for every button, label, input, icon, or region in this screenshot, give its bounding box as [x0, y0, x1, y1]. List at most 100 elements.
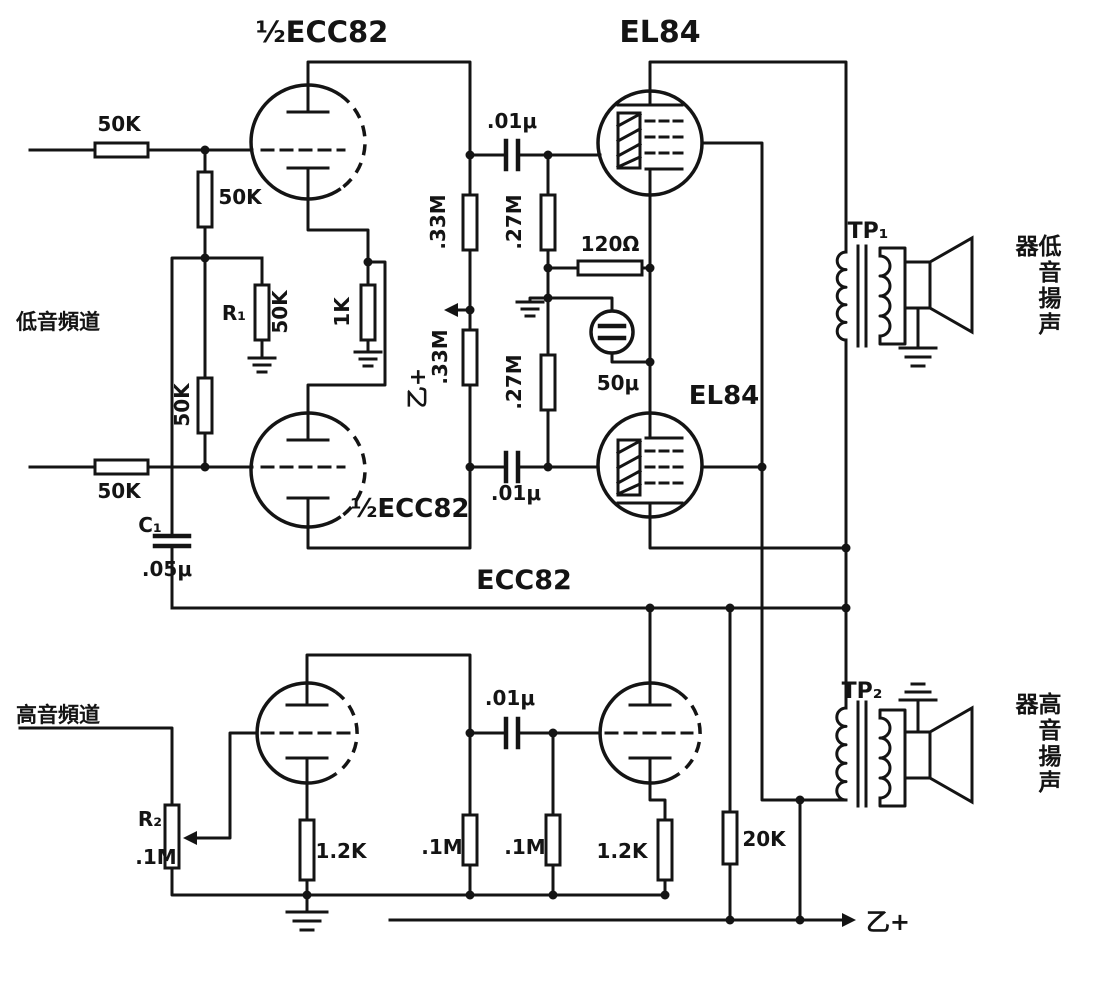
label-channel-treble: 高音頻道: [16, 703, 100, 727]
junction-dot: [465, 462, 475, 472]
bplus-rail-arrow-icon: [842, 913, 856, 927]
label-speaker-bass: 低音揚声器: [1011, 234, 1060, 338]
resistor-series-top: [196, 170, 214, 229]
resistor-plate-lower: [461, 328, 479, 387]
tube-electrodes: [628, 703, 672, 760]
label-c-couple-treble: .01μ: [485, 686, 535, 710]
resistor-grid-lower: [539, 353, 557, 412]
ground-treble-bus-icon: [285, 910, 329, 932]
junction-dot: [548, 728, 558, 738]
capacitor-c1: [152, 533, 192, 549]
junction-dot: [302, 890, 312, 900]
tp2-primary-coil: [835, 706, 848, 802]
junction-dot: [645, 603, 655, 613]
label-tube-top-left: ½ECC82: [256, 15, 389, 49]
bplus-feed-arrow-icon: [444, 303, 458, 317]
label-r-input-bottom: 50K: [97, 479, 142, 503]
tp2-core: [856, 700, 868, 808]
label-r-grid-treble-right: .1M: [504, 835, 545, 859]
junction-dot: [725, 603, 735, 613]
junction-dot: [543, 293, 553, 303]
resistor-grid-upper: [539, 193, 557, 252]
tube-ecc82-top-left: [249, 83, 367, 201]
label-c1-name: C₁: [138, 513, 161, 537]
tube-electrodes: [286, 438, 330, 500]
ground-cathode-driver-icon: [353, 350, 383, 368]
resistor-cathode-treble-left: [298, 818, 316, 882]
tp1-secondary-coil: [878, 254, 892, 338]
junction-dot: [645, 357, 655, 367]
label-c-couple-upper: .01μ: [487, 109, 537, 133]
resistor-input-bottom: [93, 458, 150, 476]
speaker-treble-icon: [903, 705, 974, 805]
junction-dot: [465, 150, 475, 160]
tube-el84-top: [596, 89, 704, 197]
tube-electrodes: [616, 103, 684, 171]
resistor-grid-treble-right: [544, 813, 562, 867]
resistor-cathode-treble-right: [656, 818, 674, 882]
junction-dot: [543, 150, 553, 160]
label-tube-mid-right: EL84: [689, 381, 760, 411]
label-r2-value: .1M: [135, 845, 176, 869]
wiring-treble-stage: [18, 606, 732, 922]
label-r-plate-lower: .33M: [428, 329, 452, 384]
label-r-plate-treble: 20K: [742, 827, 787, 851]
label-r-input-top: 50K: [97, 112, 142, 136]
resistor-grid-treble-left: [461, 813, 479, 867]
junction-dot: [543, 462, 553, 472]
transformer-tp2: [835, 700, 892, 808]
junction-dot: [841, 603, 851, 613]
label-r-cathode-el84: 120Ω: [581, 232, 640, 256]
junction-dot: [841, 543, 851, 553]
resistor-input-top: [93, 141, 150, 159]
tube-electrodes: [285, 703, 329, 760]
junction-dot: [363, 257, 373, 267]
tube-grids: [644, 449, 688, 485]
label-r1-name: R₁: [222, 301, 246, 325]
label-channel-bass: 低音頻道: [15, 310, 100, 334]
label-bplus-driver: 乙+: [406, 368, 431, 408]
label-speaker-treble: 高音揚声器: [1011, 692, 1060, 796]
label-bplus-rail: 乙+: [866, 908, 910, 936]
resistor-cathode-driver: [359, 283, 377, 342]
tp2-secondary-coil: [878, 716, 892, 800]
tp1-core: [856, 244, 868, 348]
label-r-cathode-treble-right: 1.2K: [597, 839, 649, 863]
junction-dot: [660, 890, 670, 900]
wiring-transformers: [798, 246, 920, 922]
ground-speaker-treble-icon: [898, 682, 938, 702]
label-c-couple-lower: .01μ: [491, 481, 541, 505]
capacitor-couple-lower: [503, 450, 521, 484]
junction-dot: [200, 462, 210, 472]
junction-dot: [465, 890, 475, 900]
label-r-grid-lower: .27M: [502, 354, 526, 409]
junction-dot: [725, 915, 735, 925]
ground-speaker-bass-icon: [898, 346, 938, 368]
junction-dot: [795, 915, 805, 925]
resistor-cathode-el84: [576, 259, 644, 277]
junction-dot: [795, 795, 805, 805]
wiring-bass-input-network: [28, 148, 264, 610]
junction-dot: [200, 253, 210, 263]
label-r-grid-treble-left: .1M: [421, 835, 462, 859]
junction-dot: [548, 890, 558, 900]
potentiometer-r2: [163, 803, 181, 870]
tube-grids: [644, 119, 688, 155]
tube-ecc82-treble-right: [598, 681, 702, 785]
junction-dot: [465, 728, 475, 738]
label-tp2: TP₂: [842, 679, 883, 704]
junction-dot: [645, 263, 655, 273]
label-c-bypass-el84: 50μ: [597, 371, 640, 395]
junction-dots: [200, 145, 851, 925]
label-r-cathode-treble-left: 1.2K: [316, 839, 368, 863]
label-r2-name: R₂: [138, 807, 162, 831]
tube-ecc82-treble-left: [255, 681, 359, 785]
tube-cathode-hatch: [615, 438, 643, 496]
wiring-supply-bus: [170, 606, 848, 922]
label-r-cathode-driver: 1K: [330, 296, 354, 327]
label-r-plate-upper: .33M: [426, 194, 450, 249]
resistor-plate-treble: [721, 810, 739, 866]
capacitor-bypass-el84: [589, 309, 635, 355]
label-tube-mid-left: ½ECC82: [350, 494, 469, 524]
